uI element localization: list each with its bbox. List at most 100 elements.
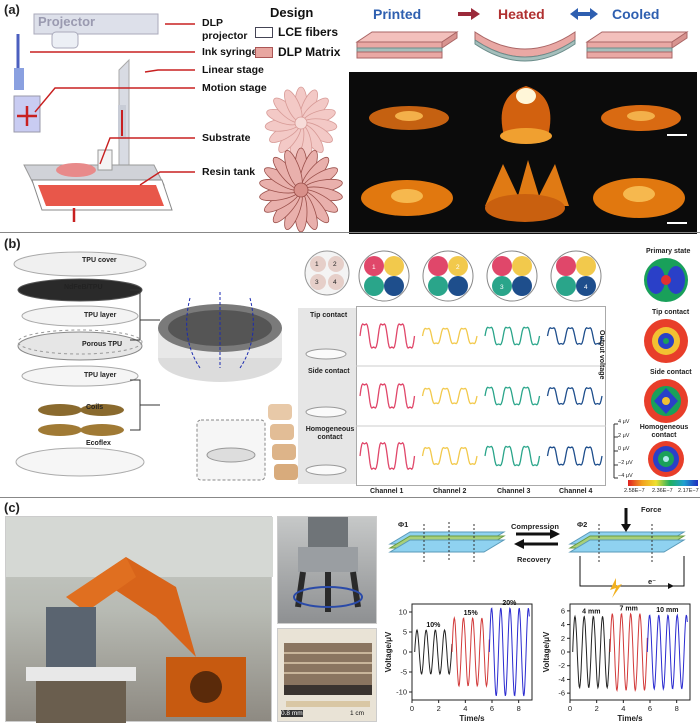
stack-tpu-layer-bottom: TPU layer <box>84 372 117 379</box>
stack-coils: Coils <box>86 404 104 411</box>
series-line <box>646 613 688 691</box>
y-tick-label: 10 <box>399 608 407 617</box>
tick-4uv: 4 μV <box>618 419 630 425</box>
y-tick-label: -6 <box>558 689 565 698</box>
series-label: 15% <box>464 610 479 617</box>
y-tick-label: -10 <box>396 688 407 697</box>
x-tick-label: 4 <box>621 704 625 713</box>
colorbar-mid: 2.36E−7 <box>652 488 673 494</box>
stack-brackets <box>130 289 160 431</box>
state-cooled: Cooled <box>612 6 660 22</box>
stack-tpu-layer-top: TPU layer <box>84 312 117 319</box>
arrow-heat-icon <box>458 8 480 20</box>
robot-photo <box>5 516 273 723</box>
waveform-line <box>359 441 416 471</box>
channel-1-num: 1 <box>372 264 376 271</box>
tick-m2uv: −2 μV <box>618 460 633 466</box>
chan-num-3: 3 <box>315 279 319 286</box>
waveform-line <box>546 327 603 345</box>
channel-4-label: Channel 4 <box>559 488 593 495</box>
output-voltage-label: Output voltage <box>598 330 605 380</box>
state-printed: Printed <box>373 6 422 22</box>
voltage-axis <box>613 423 618 479</box>
y-tick-label: -4 <box>558 675 565 684</box>
legend-lce-swatch <box>255 27 273 38</box>
exploded-stack <box>13 251 147 477</box>
x-tick-label: 0 <box>410 704 414 713</box>
x-tick-label: 8 <box>675 704 679 713</box>
panel-b-label: (b) <box>4 236 21 251</box>
panel-a-label: (a) <box>4 2 20 17</box>
label-ink-syringe: Ink syringe <box>202 46 258 58</box>
x-tick-label: 8 <box>517 704 521 713</box>
stack-tpu-cover: TPU cover <box>82 257 117 264</box>
y-tick-label: 6 <box>561 606 565 615</box>
leader-lines <box>30 23 195 186</box>
phi2-label: Φ2 <box>577 520 588 529</box>
label-linear-stage: Linear stage <box>202 64 264 76</box>
waveforms <box>356 323 606 471</box>
waveform-line <box>359 383 416 409</box>
waveform-line <box>421 446 478 466</box>
contact-homogeneous-label: Homogeneous contact <box>305 426 355 441</box>
channel-4-icon <box>550 250 602 302</box>
legend-dlp-label: DLP Matrix <box>278 45 341 59</box>
series-line <box>572 614 611 690</box>
series-line <box>609 612 648 693</box>
scale-bar-top <box>667 134 687 136</box>
channel-layout <box>304 250 350 296</box>
y-tick-label: 0 <box>403 648 407 657</box>
photo-heated-small <box>500 86 552 144</box>
y-tick-label: -2 <box>558 661 565 670</box>
state-tip: Tip contact <box>652 309 690 316</box>
divider-b-c <box>0 497 700 498</box>
stack-ecoflex: Ecoflex <box>86 440 111 447</box>
y-tick-label: 2 <box>561 634 565 643</box>
spine-inset <box>196 404 298 481</box>
series-label: 7 mm <box>620 606 638 613</box>
channel-1-label: Channel 1 <box>370 488 404 495</box>
flower-design-large <box>259 147 343 233</box>
channel-2-icon <box>422 250 474 302</box>
tick-0uv: 0 μV <box>618 446 630 452</box>
series-line <box>414 628 453 676</box>
channel-1-icon <box>358 250 410 302</box>
legend-lce-label: LCE fibers <box>278 25 339 39</box>
scale-bar-bottom <box>667 222 687 224</box>
legend-dlp-swatch <box>255 47 273 58</box>
contact-tip-label: Tip contact <box>310 312 348 319</box>
tick-2uv: 2 μV <box>618 433 630 439</box>
sim-primary <box>644 258 688 302</box>
sheet-printed <box>355 31 459 59</box>
gripper <box>293 517 363 612</box>
robot-arm <box>6 517 273 723</box>
divider-a-b <box>0 232 700 233</box>
plot-frame <box>411 603 533 701</box>
label-motion-stage: Motion stage <box>202 82 267 94</box>
lattice-photo: 0.8 mm 1 cm <box>277 628 377 722</box>
waveform-line <box>484 326 541 346</box>
sheet-heated <box>474 31 576 62</box>
state-side: Side contact <box>650 369 692 376</box>
waveform-line <box>421 387 478 405</box>
compression-label: Compression <box>511 522 559 531</box>
design-title: Design <box>270 5 314 20</box>
tick-m4uv: −4 μV <box>618 473 633 479</box>
x-tick-label: 6 <box>490 704 494 713</box>
y-tick-label: -5 <box>400 668 407 677</box>
x-tick-label: 6 <box>648 704 652 713</box>
channel-2-num: 2 <box>456 264 460 271</box>
sheet-cooled <box>585 31 689 59</box>
flower-design-small <box>264 86 338 159</box>
lattice <box>284 643 372 707</box>
label-dlp-projector: DLP projector <box>202 17 248 42</box>
label-resin-tank: Resin tank <box>202 166 256 178</box>
photo-cooled-small <box>601 105 681 131</box>
y-tick-label: 0 <box>561 648 565 657</box>
y-axis-label: Voltage/μV <box>384 631 393 672</box>
recovery-label: Recovery <box>517 555 551 564</box>
waveform-line <box>421 327 478 345</box>
assembled-device <box>158 292 282 382</box>
photo-printed-small <box>369 106 449 130</box>
colorbar-max: 2.17E−7 <box>678 488 699 494</box>
